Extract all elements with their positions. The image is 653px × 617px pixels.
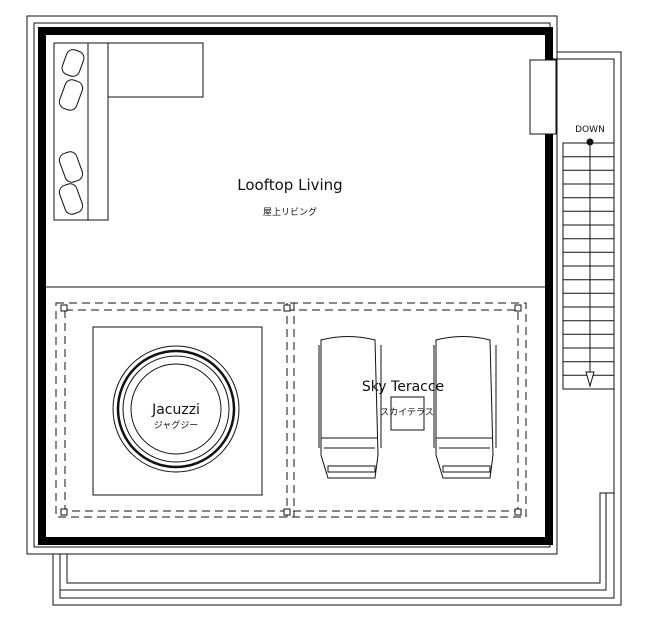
sofa xyxy=(53,42,204,221)
terrace-label: Sky Teracce xyxy=(362,379,444,395)
stair-down-label: DOWN xyxy=(575,125,605,135)
deck-post xyxy=(60,304,522,516)
deck-chair-left xyxy=(318,336,382,479)
stair-arrow-icon xyxy=(585,371,595,388)
terrace-label-jp: スカイテラス xyxy=(380,407,434,418)
living-room-label: Looftop Living xyxy=(237,176,342,194)
living-room-label-jp: 屋上リビング xyxy=(263,206,317,218)
deck-chair-right xyxy=(433,336,497,479)
jacuzzi-label-jp: ジャグジー xyxy=(154,419,199,431)
side-table xyxy=(390,396,425,431)
staircase xyxy=(562,138,615,390)
stair-start-dot xyxy=(586,138,594,146)
terrace-deck xyxy=(55,302,527,518)
structural-wall xyxy=(38,27,557,545)
jacuzzi-tub xyxy=(92,326,263,496)
jacuzzi-label: Jacuzzi xyxy=(151,402,200,418)
sofa-cushion xyxy=(58,49,85,215)
outer-wall-outline xyxy=(26,15,622,606)
